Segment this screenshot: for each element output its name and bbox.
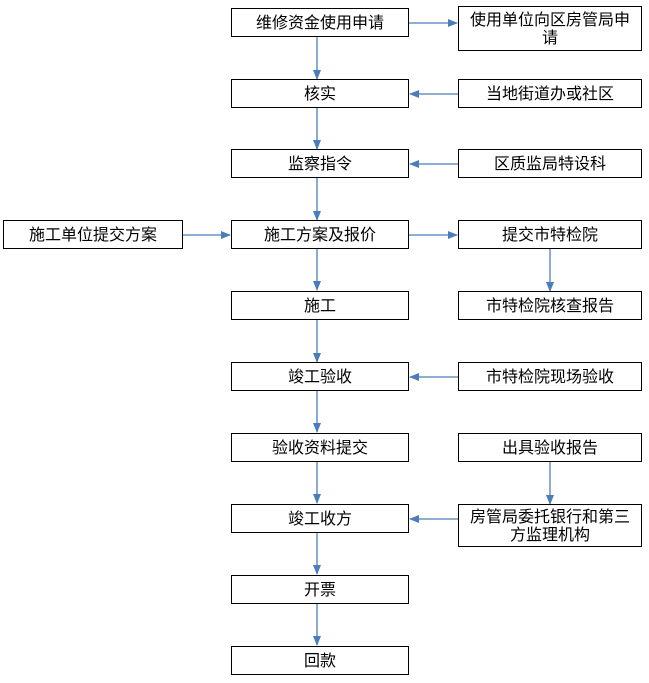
node-city-inspection-review-report: 市特检院核查报告 (458, 291, 642, 320)
node-maintenance-fund-application: 维修资金使用申请 (231, 8, 409, 37)
node-apply-to-district-housing-bureau: 使用单位向区房管局申请 (458, 6, 642, 51)
node-invoice: 开票 (231, 575, 409, 604)
node-district-quality-supervision-section: 区质监局特设科 (458, 149, 642, 178)
node-issue-acceptance-report: 出具验收报告 (458, 433, 642, 462)
node-acceptance-documents-submission: 验收资料提交 (231, 433, 409, 462)
node-bureau-commissions-bank-and-third-party: 房管局委托银行和第三方监理机构 (458, 504, 642, 547)
node-completion-acceptance: 竣工验收 (231, 362, 409, 391)
node-local-street-or-community: 当地街道办或社区 (458, 79, 642, 108)
node-city-inspection-onsite-acceptance: 市特检院现场验收 (458, 362, 642, 391)
node-construction: 施工 (231, 291, 409, 320)
node-submit-to-city-inspection-institute: 提交市特检院 (458, 220, 642, 249)
node-payment-return: 回款 (231, 646, 409, 675)
node-completion-acceptance-party: 竣工收方 (231, 504, 409, 533)
node-verification: 核实 (231, 79, 409, 108)
node-contractor-submits-plan: 施工单位提交方案 (3, 220, 183, 249)
node-construction-plan-and-quote: 施工方案及报价 (231, 220, 409, 249)
node-supervision-instruction: 监察指令 (231, 149, 409, 178)
